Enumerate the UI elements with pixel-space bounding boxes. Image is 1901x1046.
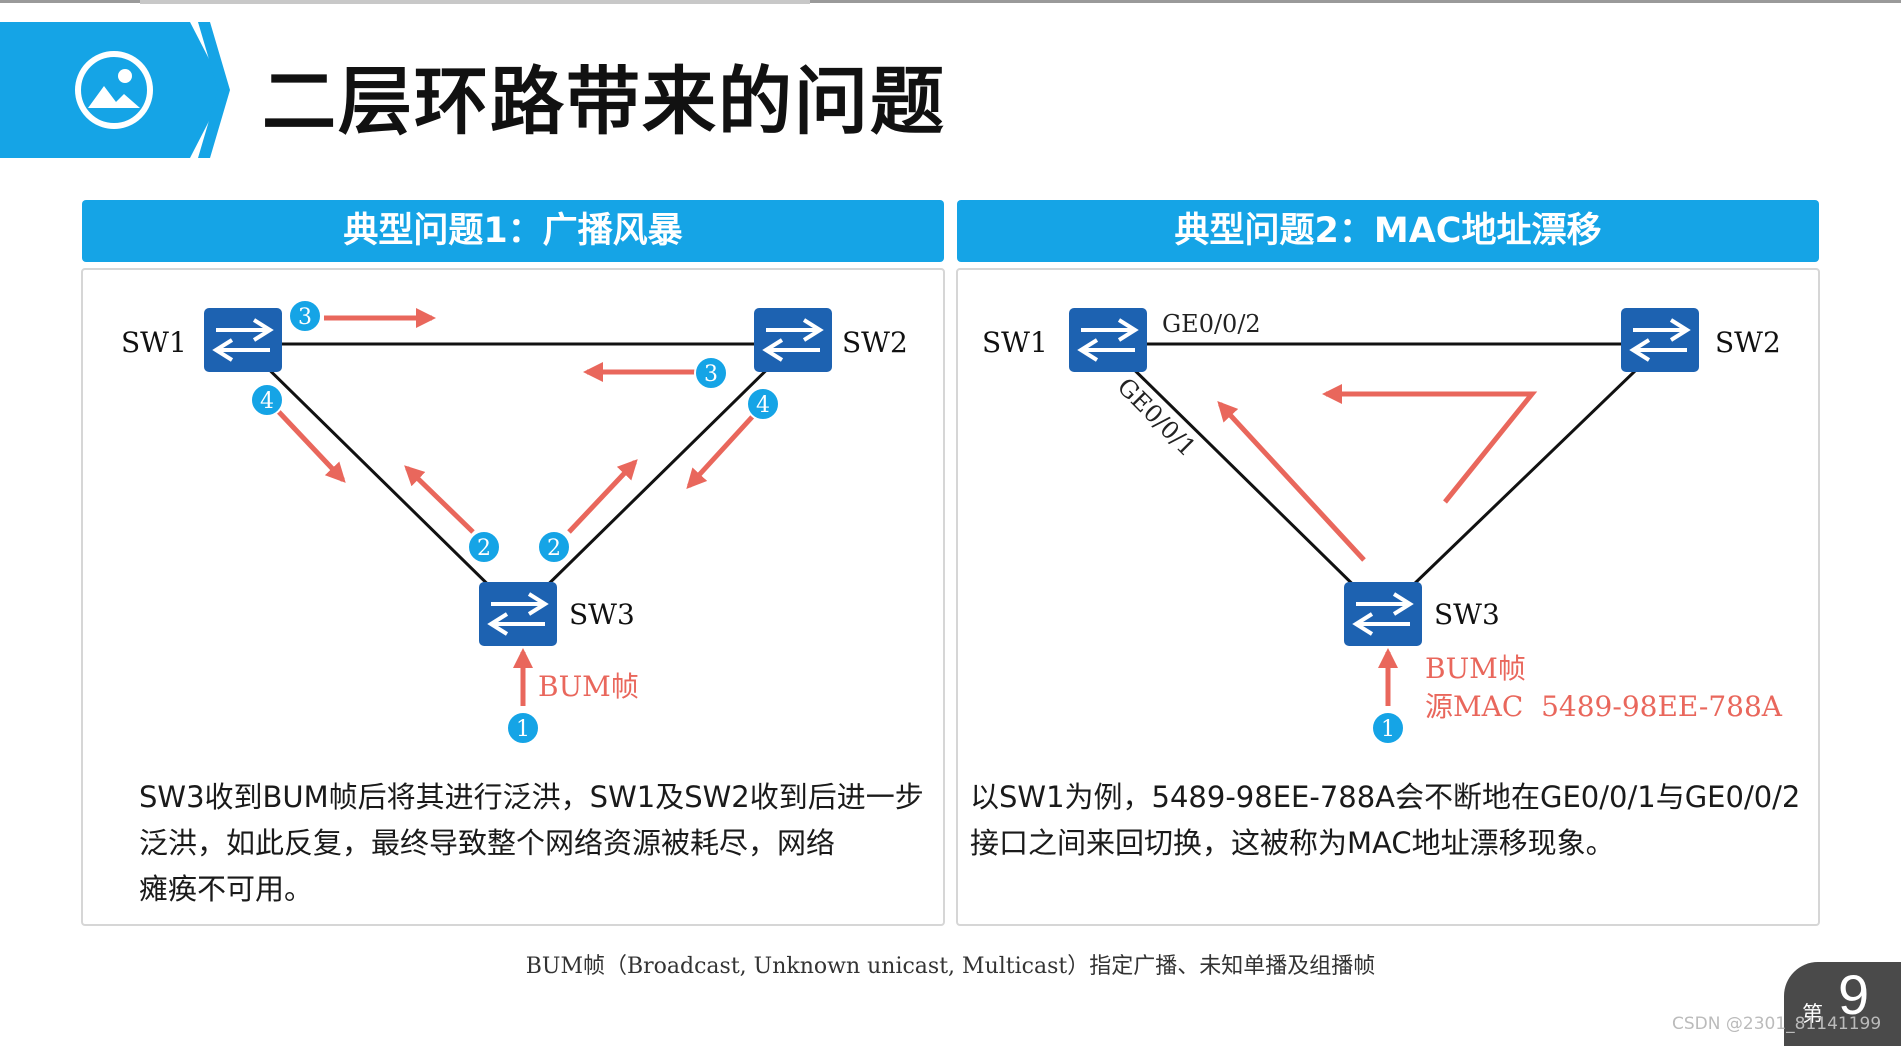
description-line: 接口之间来回切换，这被称为MAC地址漂移现象。 bbox=[970, 826, 1615, 860]
svg-text:3: 3 bbox=[298, 305, 312, 330]
sw2-label: SW2 bbox=[842, 326, 908, 359]
sw3-label: SW3 bbox=[1434, 598, 1500, 631]
panel1-description: SW3收到BUM帧后将其进行泛洪，SW1及SW2收到后进一步 泛洪，如此反复，最… bbox=[139, 774, 929, 912]
description-line: SW3收到BUM帧后将其进行泛洪，SW1及SW2收到后进一步 bbox=[139, 780, 924, 814]
step-badge: 2 bbox=[537, 530, 571, 564]
port-ge002-label: GE0/0/2 bbox=[1162, 310, 1261, 338]
port-ge001-label: GE0/0/1 bbox=[1112, 372, 1202, 462]
page-prefix: 第 bbox=[1802, 1002, 1823, 1026]
header-badge bbox=[0, 22, 230, 158]
description-line: 瘫痪不可用。 bbox=[139, 872, 314, 906]
mac-flapping-diagram: SW1 SW2 SW3 GE0/0/2 GE0/0/1 BUM帧 源MAC 54… bbox=[982, 308, 1783, 745]
step-badge: 3 bbox=[694, 356, 728, 390]
svg-text:1: 1 bbox=[516, 717, 530, 742]
broadcast-storm-diagram: SW1 SW2 SW3 BUM帧 3 3 4 4 2 2 bbox=[121, 299, 908, 745]
switch-sw3-icon bbox=[479, 582, 557, 646]
bum-frame-label: BUM帧 bbox=[1425, 652, 1526, 685]
panel1-header: 典型问题1：广播风暴 bbox=[82, 200, 944, 262]
svg-text:1: 1 bbox=[1381, 717, 1395, 742]
switch-sw3-icon bbox=[1344, 582, 1422, 646]
svg-text:4: 4 bbox=[756, 393, 770, 418]
page-number-badge: 第 9 bbox=[1784, 962, 1901, 1046]
sw2-label: SW2 bbox=[1715, 326, 1781, 359]
svg-text:4: 4 bbox=[260, 389, 274, 414]
step-badge: 1 bbox=[506, 711, 540, 745]
sw1-label: SW1 bbox=[982, 326, 1048, 359]
step-badge: 4 bbox=[250, 383, 284, 417]
page-title: 二层环路带来的问题 bbox=[262, 59, 946, 145]
page-number: 9 bbox=[1838, 963, 1870, 1026]
panel2-box: SW1 SW2 SW3 GE0/0/2 GE0/0/1 BUM帧 源MAC 54… bbox=[956, 268, 1820, 926]
step-badge: 4 bbox=[746, 387, 780, 421]
image-icon bbox=[75, 51, 153, 129]
bum-footnote: BUM帧（Broadcast, Unknown unicast, Multica… bbox=[525, 954, 1376, 979]
source-mac-label: 源MAC 5489-98EE-788A bbox=[1425, 690, 1783, 723]
sw3-label: SW3 bbox=[569, 598, 635, 631]
sw1-label: SW1 bbox=[121, 326, 187, 359]
description-line: 泛洪，如此反复，最终导致整个网络资源被耗尽，网络 bbox=[139, 826, 836, 860]
step-badge: 2 bbox=[467, 530, 501, 564]
switch-sw2-icon bbox=[754, 308, 832, 372]
switch-sw1-icon bbox=[1069, 308, 1147, 372]
panel1-box: SW1 SW2 SW3 BUM帧 3 3 4 4 2 2 bbox=[81, 268, 945, 926]
switch-sw2-icon bbox=[1621, 308, 1699, 372]
switch-sw1-icon bbox=[204, 308, 282, 372]
panel2-description: 以SW1为例，5489-98EE-788A会不断地在GE0/0/1与GE0/0/… bbox=[970, 774, 1816, 866]
description-line: 以SW1为例，5489-98EE-788A会不断地在GE0/0/1与GE0/0/… bbox=[970, 780, 1801, 814]
bum-frame-label: BUM帧 bbox=[538, 670, 639, 703]
top-border bbox=[0, 0, 1901, 3]
top-border-highlight bbox=[140, 0, 810, 4]
step-badge: 1 bbox=[1371, 711, 1405, 745]
svg-text:2: 2 bbox=[477, 536, 491, 561]
step-badge: 3 bbox=[288, 299, 322, 333]
panel2-header: 典型问题2：MAC地址漂移 bbox=[957, 200, 1819, 262]
svg-text:2: 2 bbox=[547, 536, 561, 561]
watermark: CSDN @2301_81141199 bbox=[1672, 1014, 1882, 1034]
svg-text:3: 3 bbox=[704, 362, 718, 387]
